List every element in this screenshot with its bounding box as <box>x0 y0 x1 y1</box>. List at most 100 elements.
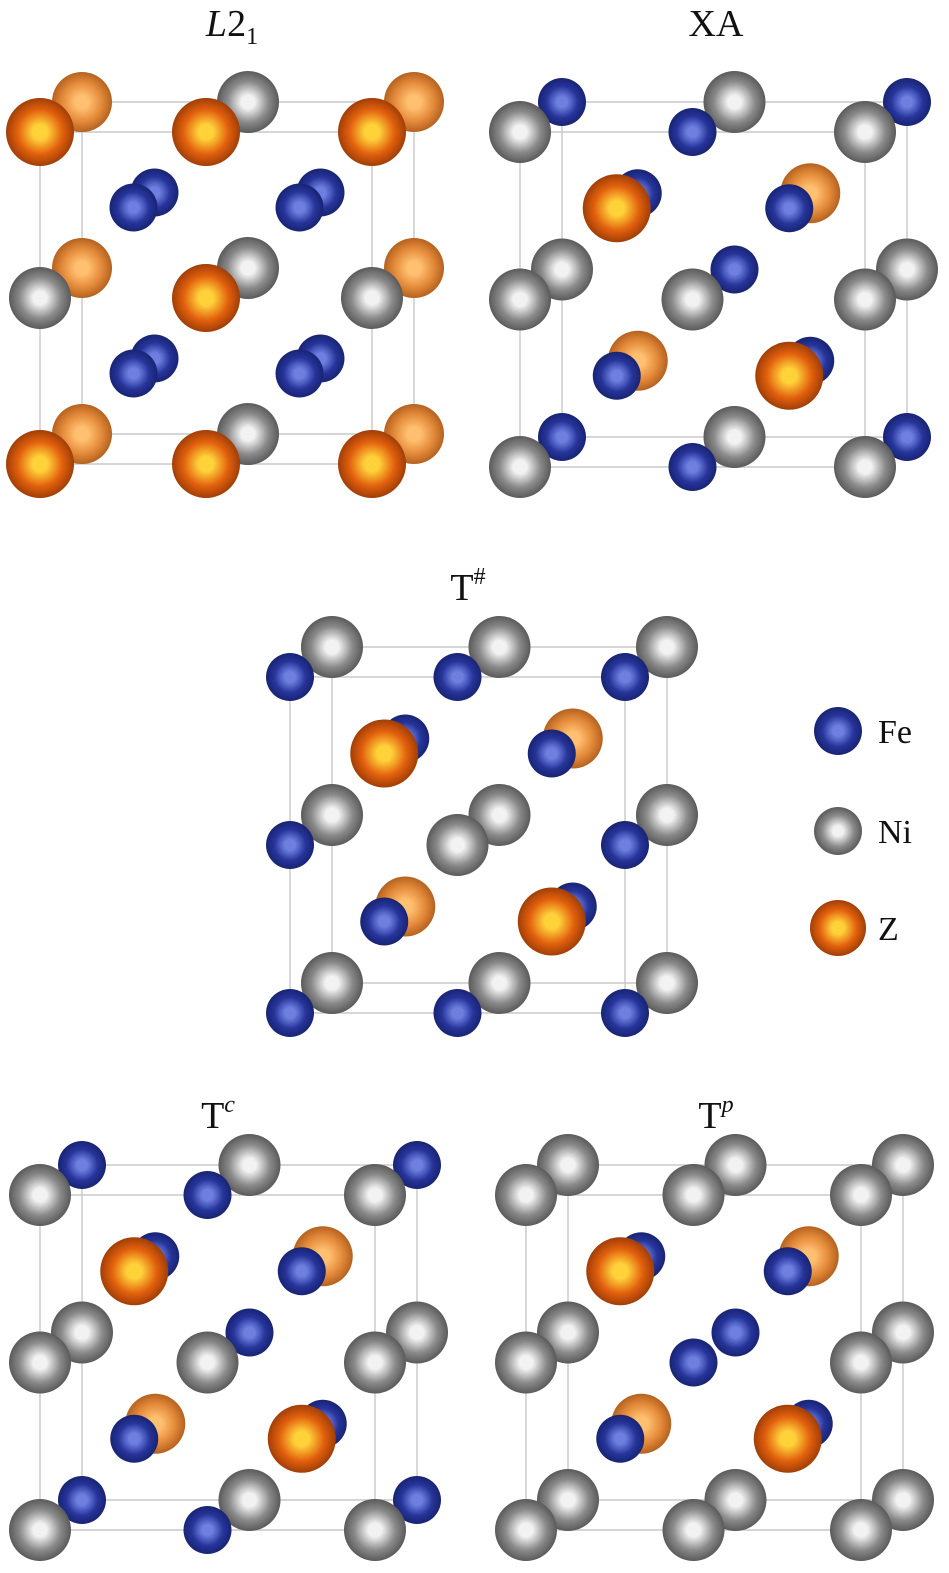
title-t-p-sup: p <box>720 1092 734 1118</box>
atom-z-sphere <box>755 341 824 410</box>
title-l21-sub: 1 <box>246 24 258 50</box>
atom-fe-sphere <box>277 1247 326 1296</box>
atom-ni-sphere <box>176 1331 239 1394</box>
atom-fe-sphere <box>711 1308 760 1357</box>
crystal-panel-l21 <box>6 71 444 498</box>
title-l21: L21 <box>205 3 258 50</box>
atom-fe-sphere <box>601 989 649 1037</box>
atom-ni-sphere <box>344 1164 406 1226</box>
atom-fe-sphere <box>275 349 324 398</box>
atom-ni-sphere <box>662 1164 725 1226</box>
crystal-panel-xa <box>489 71 938 498</box>
atom-fe-sphere <box>668 108 717 156</box>
legend-ni-sphere <box>814 807 862 855</box>
title-t-c: Tc <box>201 1092 235 1137</box>
atom-ni-sphere <box>9 1331 71 1394</box>
atom-fe-sphere <box>538 413 586 461</box>
atom-ni-sphere <box>834 101 896 163</box>
atom-ni-sphere <box>9 1164 71 1226</box>
atom-fe-sphere <box>668 443 717 491</box>
atom-ni-sphere <box>703 406 766 468</box>
atom-ni-sphere <box>495 1331 557 1394</box>
title-t-c-sup: c <box>224 1092 235 1118</box>
atom-z-sphere <box>6 430 74 498</box>
atom-z-sphere <box>338 98 406 166</box>
title-t-p: Tp <box>698 1092 733 1137</box>
atom-ni-sphere <box>341 267 403 329</box>
atom-ni-sphere <box>489 268 551 331</box>
atom-ni-sphere <box>636 952 698 1014</box>
legend-z-label: Z <box>878 911 899 948</box>
atom-fe-sphere <box>883 78 931 126</box>
atom-ni-sphere <box>636 616 698 678</box>
atom-fe-sphere <box>360 897 409 946</box>
atom-ni-sphere <box>636 784 698 846</box>
atom-ni-sphere <box>830 1331 892 1394</box>
legend-z-sphere <box>810 900 866 956</box>
atom-ni-sphere <box>468 616 531 678</box>
atom-ni-sphere <box>661 268 724 331</box>
atom-fe-sphere <box>183 1171 232 1219</box>
atom-fe-sphere <box>225 1308 274 1357</box>
atom-fe-sphere <box>433 653 482 701</box>
atom-fe-sphere <box>393 1141 441 1189</box>
atom-ni-sphere <box>830 1499 892 1561</box>
atom-ni-sphere <box>9 1499 71 1561</box>
atom-ni-sphere <box>301 952 363 1014</box>
atom-fe-sphere <box>883 413 931 461</box>
atom-fe-sphere <box>763 1247 812 1296</box>
crystal-panel-t-hash <box>266 616 698 1037</box>
legend-fe-label: Fe <box>878 714 912 751</box>
atom-ni-sphere <box>218 1134 281 1196</box>
atom-z-sphere <box>267 1404 336 1473</box>
atom-ni-sphere <box>301 784 363 846</box>
atom-fe-sphere <box>710 245 759 294</box>
atom-ni-sphere <box>218 1469 281 1531</box>
atom-ni-sphere <box>301 616 363 678</box>
title-l21-rest: 2 <box>227 3 246 45</box>
atom-z-sphere <box>172 98 240 166</box>
title-t-p-main: T <box>698 1095 721 1137</box>
atom-ni-sphere <box>495 1499 557 1561</box>
atom-fe-sphere <box>393 1476 441 1524</box>
atom-fe-sphere <box>58 1141 106 1189</box>
atom-z-sphere <box>172 264 240 332</box>
title-xa: XA <box>689 3 744 45</box>
atom-z-sphere <box>582 174 651 243</box>
atom-fe-sphere <box>592 351 641 400</box>
title-l21-italic: L <box>205 3 227 45</box>
atom-fe-sphere <box>266 653 314 701</box>
atom-fe-sphere <box>765 184 814 233</box>
atom-z-sphere <box>350 719 419 788</box>
atom-fe-sphere <box>596 1414 645 1463</box>
atom-fe-sphere <box>109 183 158 232</box>
atom-fe-sphere <box>266 989 314 1037</box>
atom-z-sphere <box>586 1237 655 1306</box>
atom-ni-sphere <box>495 1164 557 1226</box>
atom-ni-sphere <box>344 1499 406 1561</box>
atom-ni-sphere <box>834 268 896 331</box>
atom-ni-sphere <box>9 267 71 329</box>
atom-ni-sphere <box>489 101 551 163</box>
atom-fe-sphere <box>183 1506 232 1554</box>
atom-fe-sphere <box>109 349 158 398</box>
atom-fe-sphere <box>433 989 482 1037</box>
atom-z-sphere <box>6 98 74 166</box>
crystal-panel-t-c <box>9 1134 448 1561</box>
atom-z-sphere <box>753 1404 822 1473</box>
atom-z-sphere <box>172 430 240 498</box>
atom-fe-sphere <box>110 1414 159 1463</box>
atom-fe-sphere <box>58 1476 106 1524</box>
atom-fe-sphere <box>266 821 314 869</box>
atom-ni-sphere <box>830 1164 892 1226</box>
title-t-hash-sup: # <box>474 564 486 590</box>
atom-z-sphere <box>338 430 406 498</box>
legend-ni-label: Ni <box>878 814 912 851</box>
crystal-panel-t-p <box>495 1134 934 1561</box>
atom-z-sphere <box>517 887 586 956</box>
atom-fe-sphere <box>527 729 576 778</box>
atom-ni-sphere <box>834 436 896 498</box>
atom-fe-sphere <box>538 78 586 126</box>
atom-fe-sphere <box>601 821 649 869</box>
